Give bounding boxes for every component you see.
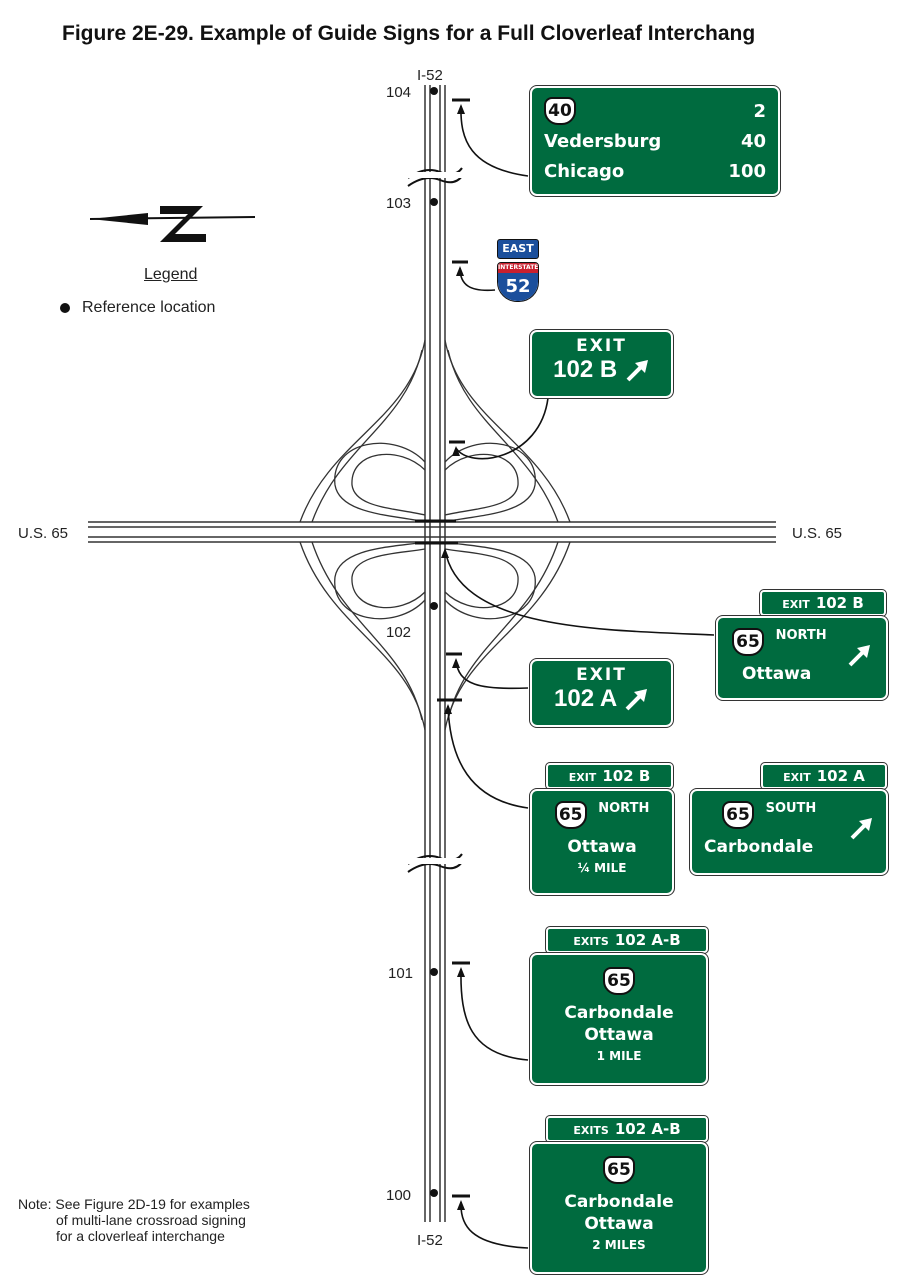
us-route-shield-icon: 65 [732,628,764,656]
interstate-banner: INTERSTATE [498,263,539,273]
distance-row-3-dest: Chicago [544,160,625,182]
note-line-1: Note: See Figure 2D-19 for examples [18,1196,250,1212]
exit-word: EXIT [576,665,627,685]
interstate-number: 52 [498,273,538,301]
distance-row-2-miles: 40 [740,130,766,152]
diagonal-arrow-icon [626,359,648,382]
distance-sign: 40 2 Vedersburg 40 Chicago 100 [529,85,781,197]
us-route-shield-icon: 65 [722,801,754,829]
us-route-shield-icon: 40 [544,97,576,125]
milepost-102: 102 [386,624,411,641]
note-line-3: for a cloverleaf interchange [56,1228,225,1244]
legend-item-label: Reference location [82,299,216,316]
leader-lines [444,105,715,1249]
destination-1: Carbondale [564,1003,674,1023]
diagonal-arrow-icon [625,688,647,711]
exit-word: EXIT [576,336,627,356]
figure-title: Figure 2E-29. Example of Guide Signs for… [62,22,756,45]
exit-number: 102 B [553,356,618,383]
direction-plaque: EAST [497,239,539,259]
milepost-104: 104 [386,84,411,101]
us65-left-label: U.S. 65 [18,525,68,542]
legend-item: Reference location [60,299,215,317]
cardinal-direction: NORTH [598,801,650,816]
distance-row-2-dest: Vedersburg [544,130,662,152]
milepost-101: 101 [388,965,413,982]
sign-posts [415,98,470,1198]
exit-102b-advance-sign: 65 NORTH Ottawa ¼ MILE [529,788,675,896]
i52-bottom-label: I-52 [417,1232,443,1249]
note: Note: See Figure 2D-19 for examples of m… [18,1196,348,1244]
distance-row-1-miles: 2 [753,100,766,122]
destination-2: Ottawa [584,1025,654,1045]
diagonal-arrow-icon [848,645,870,667]
diagonal-arrow-icon [850,818,872,840]
exits-2mile-sign: 65 Carbondale Ottawa 2 MILES [529,1141,709,1275]
exit-102a-advance-sign: 65 SOUTH Carbondale [689,788,889,876]
reference-location-dot [60,302,70,313]
distance: ¼ MILE [577,861,627,875]
us65-crossroad [88,521,776,543]
note-line-2: of multi-lane crossroad signing [56,1212,246,1228]
cardinal-direction: SOUTH [765,801,817,816]
exit-102b-gore-sign: EXIT 102 B [529,329,674,399]
distance-row-3-miles: 100 [728,160,766,182]
milepost-103: 103 [386,195,411,212]
cloverleaf-ramps [299,339,571,731]
exit-number: 102 A [554,685,617,712]
us-route-shield-icon: 65 [603,1156,635,1184]
cardinal-direction: NORTH [775,628,827,643]
exits-1mile-sign: 65 Carbondale Ottawa 1 MILE [529,952,709,1086]
exit-102a-gore-sign: EXIT 102 A [529,658,674,728]
interstate-trailblazer: EAST INTERSTATE 52 [497,239,539,302]
distance: 2 MILES [592,1238,646,1252]
us-route-shield-icon: 65 [554,801,587,829]
legend-title: Legend [144,266,198,283]
destination-1: Carbondale [564,1192,674,1212]
north-arrow-icon [89,206,256,242]
reference-dots [430,87,438,1197]
i52-top-label: I-52 [417,67,443,84]
destination-2: Ottawa [584,1214,654,1234]
destination: Ottawa [742,664,812,684]
interstate-shield-icon: INTERSTATE 52 [497,262,539,302]
exit-102b-direction-sign: 65 NORTH Ottawa [715,615,889,701]
destination: Carbondale [704,837,814,857]
i52-mainline [424,85,446,1222]
us65-right-label: U.S. 65 [792,525,842,542]
us-route-shield-icon: 65 [603,967,635,995]
milepost-100: 100 [386,1187,411,1204]
destination: Ottawa [567,837,637,857]
distance: 1 MILE [596,1049,642,1063]
